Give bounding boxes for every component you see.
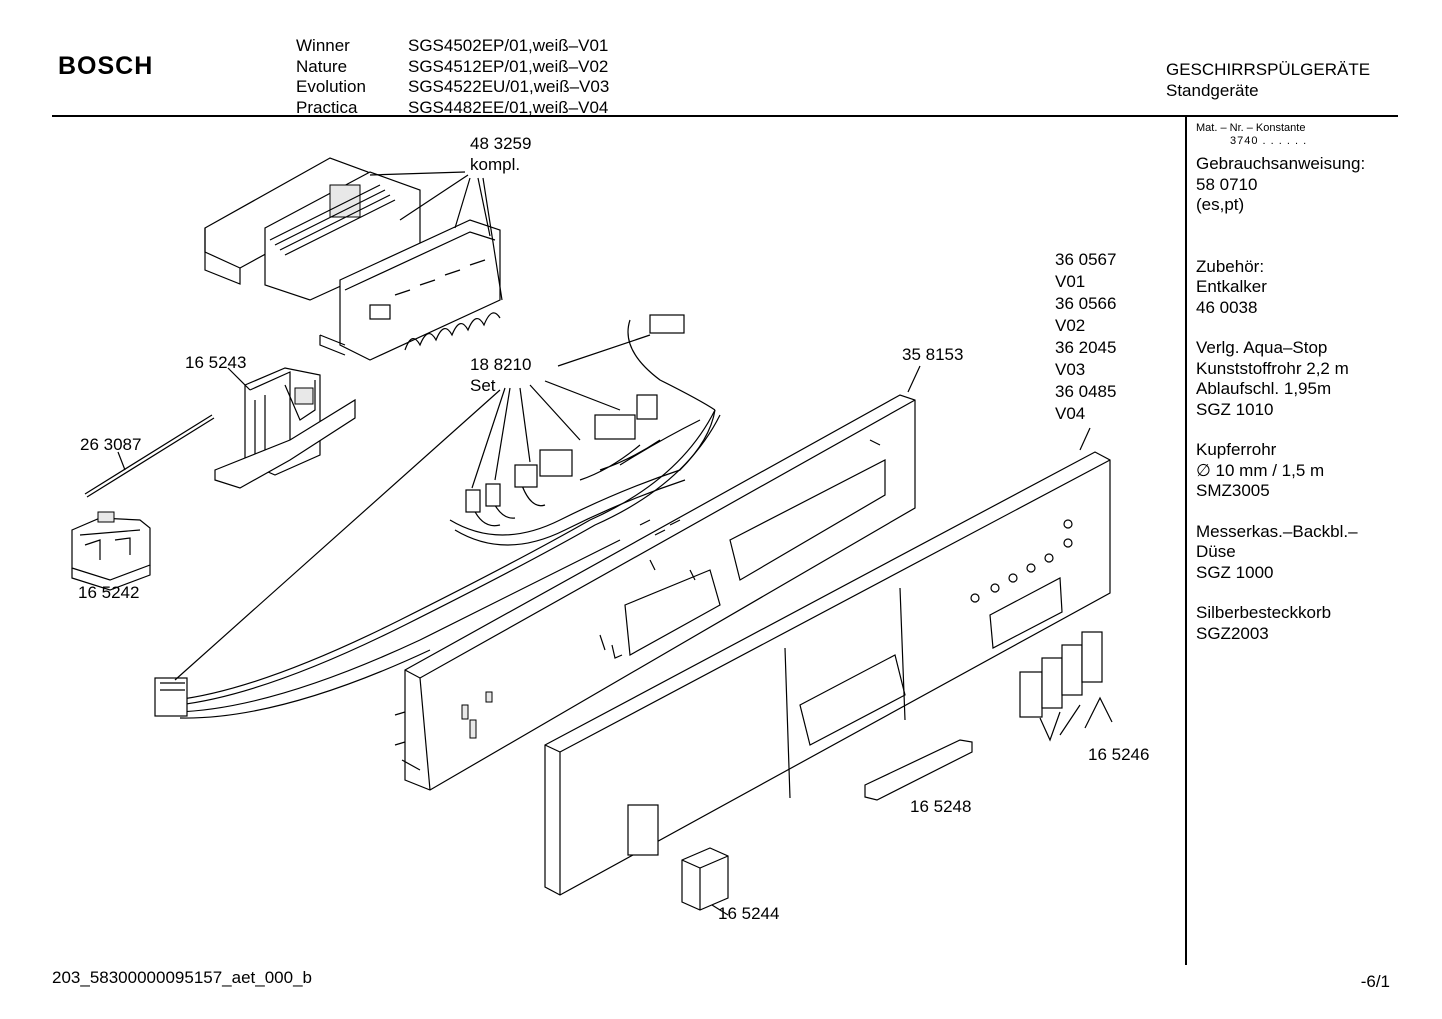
accessory-number: SGZ 1010 bbox=[1196, 399, 1274, 419]
leader-line bbox=[711, 904, 729, 916]
model-code: SGS4502EP/01,weiß–V01 bbox=[408, 36, 609, 55]
panel-frame-drawing bbox=[394, 394, 916, 791]
accessory-name: Verlg. Aqua–Stop bbox=[1196, 338, 1328, 357]
model-row: Nature SGS4512EP/01,weiß–V02 bbox=[296, 57, 609, 78]
accessory-copper-pipe: Kupferrohr ∅ 10 mm / 1,5 m SMZ3005 bbox=[1196, 440, 1365, 502]
accessories-label: Zubehör: bbox=[1196, 256, 1265, 276]
variant-label: V02 bbox=[1055, 316, 1086, 335]
buttons-drawing bbox=[1019, 631, 1113, 742]
variant-label: V04 bbox=[1055, 404, 1086, 423]
leader-line bbox=[907, 365, 921, 393]
accessory-aquastop: Verlg. Aqua–Stop Kunststoffrohr 2,2 m Ab… bbox=[1196, 338, 1365, 420]
variant-label: V03 bbox=[1055, 360, 1086, 379]
model-code: SGS4482EE/01,weiß–V04 bbox=[408, 97, 609, 117]
accessory-name: Messerkas.–Backbl.– bbox=[1196, 521, 1358, 541]
bracket-drawing bbox=[214, 367, 356, 489]
document-id: 203_58300000095157_aet_000_b bbox=[52, 968, 312, 987]
variant-label: V01 bbox=[1055, 272, 1086, 291]
exploded-view-drawing bbox=[71, 157, 1113, 916]
model-name: Nature bbox=[296, 56, 348, 76]
part-note: kompl. bbox=[470, 155, 521, 174]
accessory-name: Kupferrohr bbox=[1196, 440, 1277, 459]
model-row: Winner SGS4502EP/01,weiß–V01 bbox=[296, 36, 609, 57]
leader-line bbox=[369, 171, 503, 301]
model-row: Practica SGS4482EE/01,weiß–V04 bbox=[296, 98, 609, 119]
mat-number-label: Mat. – Nr. – Konstante bbox=[1196, 122, 1306, 134]
accessory-number: SGZ2003 bbox=[1196, 623, 1269, 643]
accessory-name: Entkalker bbox=[1196, 277, 1267, 296]
manual-label: Gebrauchsanweisung: bbox=[1196, 154, 1366, 173]
part-label: 16 5246 bbox=[1088, 745, 1150, 764]
accessory-number: SMZ3005 bbox=[1196, 481, 1270, 500]
manual-lang: (es,pt) bbox=[1196, 195, 1245, 214]
accessory-detail: Kunststoffrohr 2,2 m bbox=[1196, 358, 1349, 378]
model-list: Winner SGS4502EP/01,weiß–V01 Nature SGS451… bbox=[296, 36, 609, 118]
cable-harness-drawing bbox=[154, 314, 721, 719]
part-label: 36 2045 bbox=[1055, 338, 1117, 357]
accessory-number: SGZ 1000 bbox=[1196, 562, 1274, 582]
mat-number-value: 3740 . . . . . . bbox=[1230, 135, 1308, 147]
part-label: 48 3259 bbox=[470, 134, 532, 153]
leader-line bbox=[1079, 427, 1091, 451]
manual-group: Gebrauchsanweisung: 58 0710 (es,pt) bbox=[1196, 154, 1365, 216]
model-code: SGS4512EP/01,weiß–V02 bbox=[408, 56, 609, 76]
category-subtitle: Standgeräte bbox=[1166, 81, 1259, 100]
accessory-detail: Düse bbox=[1196, 542, 1236, 561]
part-label: 18 8210 bbox=[470, 355, 532, 374]
front-panel-drawing bbox=[544, 451, 1111, 896]
model-code: SGS4522EU/01,weiß–V03 bbox=[408, 77, 610, 96]
part-label: 16 5244 bbox=[718, 904, 780, 923]
part-label: 35 8153 bbox=[902, 345, 964, 364]
category-title: GESCHIRRSPÜLGERÄTE bbox=[1166, 60, 1371, 79]
part-label: 26 3087 bbox=[80, 435, 142, 454]
part-label: 36 0567 bbox=[1055, 250, 1117, 269]
leader-line bbox=[227, 367, 251, 391]
part-label: 36 0485 bbox=[1055, 382, 1117, 401]
accessory-detail: Ablaufschl. 1,95m bbox=[1196, 379, 1332, 398]
switch-drawing bbox=[71, 511, 151, 591]
accessory-number: 46 0038 bbox=[1196, 297, 1258, 317]
header-divider bbox=[52, 115, 1398, 117]
brand-logo: BOSCH bbox=[58, 52, 154, 80]
part-label: 16 5243 bbox=[185, 353, 247, 372]
control-module-drawing bbox=[204, 157, 501, 361]
part-note: Set bbox=[470, 376, 496, 395]
accessory-name: Silberbesteckkorb bbox=[1196, 603, 1332, 622]
model-name: Winner bbox=[296, 36, 350, 55]
sidebar-info: Mat. – Nr. – Konstante 3740 . . . . . . … bbox=[1196, 122, 1365, 664]
accessory-nozzle: Messerkas.–Backbl.– Düse SGZ 1000 bbox=[1196, 522, 1365, 584]
accessory-cutlery-basket: Silberbesteckkorb SGZ2003 bbox=[1196, 603, 1365, 644]
part-label: 36 0566 bbox=[1055, 294, 1117, 313]
leader-line bbox=[117, 451, 126, 471]
model-name: Practica bbox=[296, 97, 358, 117]
model-row: Evolution SGS4522EU/01,weiß–V03 bbox=[296, 77, 609, 98]
category-block: GESCHIRRSPÜLGERÄTE Standgeräte bbox=[1166, 59, 1370, 101]
model-name: Evolution bbox=[296, 77, 366, 96]
leader-line bbox=[174, 334, 651, 681]
rod-drawing bbox=[84, 414, 215, 498]
accessory-decalcifier: Zubehör: Entkalker 46 0038 bbox=[1196, 257, 1365, 319]
strip-drawing bbox=[864, 739, 973, 801]
sidebar-divider bbox=[1185, 115, 1187, 965]
knob-drawing bbox=[681, 847, 729, 911]
manual-number: 58 0710 bbox=[1196, 174, 1258, 194]
part-label: 16 5242 bbox=[78, 583, 140, 602]
part-label: 16 5248 bbox=[910, 797, 972, 816]
accessory-detail: ∅ 10 mm / 1,5 m bbox=[1196, 460, 1325, 480]
page-number: -6/1 bbox=[1360, 972, 1390, 991]
